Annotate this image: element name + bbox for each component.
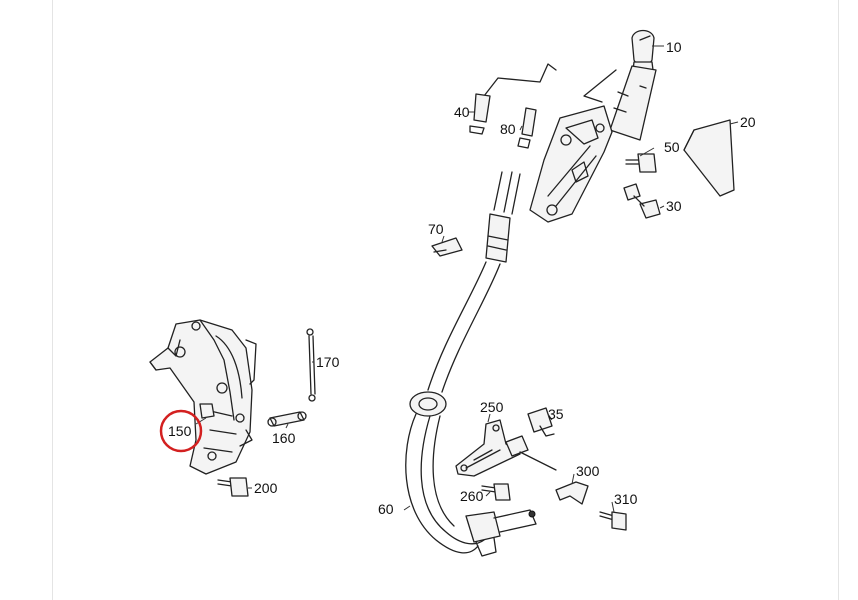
bracket-part-250[interactable] [455, 419, 557, 477]
clip-part-300[interactable] [555, 481, 589, 505]
callout-labels: 10 20 30 35 40 50 60 70 80 150 160 170 2… [168, 39, 756, 517]
bolt-part-50[interactable] [625, 153, 657, 173]
bolt-part-310[interactable] [599, 511, 627, 531]
callout-35: 35 [548, 406, 564, 422]
shift-bracket-part-150[interactable] [149, 319, 257, 475]
leader-lines [195, 45, 739, 513]
bolt-part-260[interactable] [481, 483, 511, 501]
callout-40: 40 [454, 104, 470, 120]
callout-150: 150 [168, 423, 192, 439]
callout-300: 300 [576, 463, 600, 479]
callout-80: 80 [500, 121, 516, 137]
shift-boot-lever-part[interactable] [583, 65, 657, 141]
shifter-housing-part[interactable] [529, 105, 613, 223]
connector-part-80[interactable] [517, 107, 537, 149]
callout-30: 30 [666, 198, 682, 214]
callout-20: 20 [740, 114, 756, 130]
callout-10: 10 [666, 39, 682, 55]
callout-310: 310 [614, 491, 638, 507]
callout-200: 200 [254, 480, 278, 496]
shift-cables-part[interactable] [405, 171, 537, 557]
clip-part-35[interactable] [527, 407, 555, 437]
callout-250: 250 [480, 399, 504, 415]
rod-part-170[interactable] [306, 328, 316, 402]
callout-260: 260 [460, 488, 484, 504]
frame-edge-left [52, 0, 53, 600]
callout-170: 170 [316, 354, 340, 370]
callout-50: 50 [664, 139, 680, 155]
link-part-160[interactable] [267, 411, 307, 427]
callout-160: 160 [272, 430, 296, 446]
connector-wire-part-40[interactable] [469, 63, 557, 135]
clip-part-30[interactable] [623, 183, 661, 219]
callout-70: 70 [428, 221, 444, 237]
callout-60: 60 [378, 501, 394, 517]
boot-cover-part[interactable] [683, 119, 735, 197]
frame-edge-right [838, 0, 839, 600]
bolt-part-200[interactable] [217, 477, 249, 497]
clip-part-70[interactable] [431, 237, 463, 257]
highlight-circle-150 [159, 409, 203, 453]
